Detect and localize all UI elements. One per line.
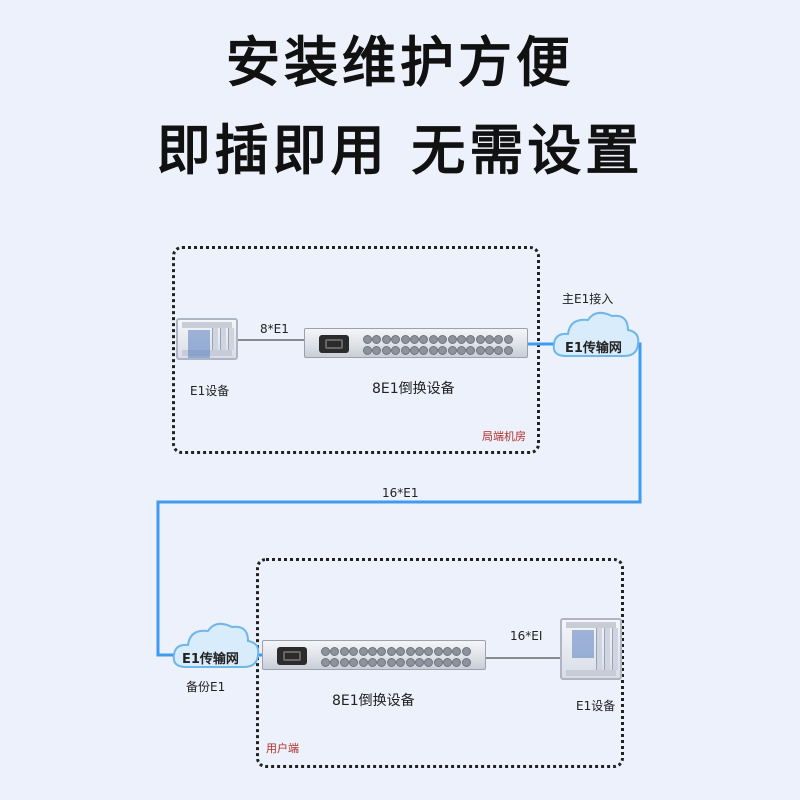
trunk-16e1-label: 16*E1 bbox=[382, 486, 419, 500]
switch-device-bottom-label: 8E1倒换设备 bbox=[332, 693, 415, 709]
link-16e1-label: 16*EI bbox=[510, 629, 543, 643]
cloud-icon-backup bbox=[172, 622, 260, 668]
primary-cloud-label: E1传输网 bbox=[565, 341, 622, 356]
e1-device-bottom-label: E1设备 bbox=[576, 699, 616, 713]
switch-device-top-label: 8E1倒换设备 bbox=[372, 381, 455, 397]
central-office-box bbox=[172, 246, 540, 454]
central-office-label: 局端机房 bbox=[482, 430, 526, 443]
backup-cloud-label: E1传输网 bbox=[182, 652, 239, 667]
switch-device-bottom-image bbox=[262, 640, 486, 670]
e1-device-bottom-image bbox=[560, 618, 622, 680]
headline-line-2: 即插即用 无需设置 bbox=[156, 119, 644, 182]
e1-device-top-label: E1设备 bbox=[190, 384, 230, 398]
power-socket-icon bbox=[319, 335, 349, 353]
e1-device-top-image bbox=[176, 318, 238, 360]
link-8e1-label: 8*E1 bbox=[260, 322, 289, 336]
primary-access-label: 主E1接入 bbox=[562, 292, 614, 306]
headline-line-1: 安装维护方便 bbox=[226, 31, 574, 94]
user-site-label: 用户端 bbox=[266, 742, 299, 755]
switch-device-top-image bbox=[304, 328, 528, 358]
cloud-icon-primary bbox=[552, 311, 640, 357]
user-site-box bbox=[256, 558, 624, 768]
power-socket-icon bbox=[277, 647, 307, 665]
backup-e1-label: 备份E1 bbox=[186, 680, 226, 694]
